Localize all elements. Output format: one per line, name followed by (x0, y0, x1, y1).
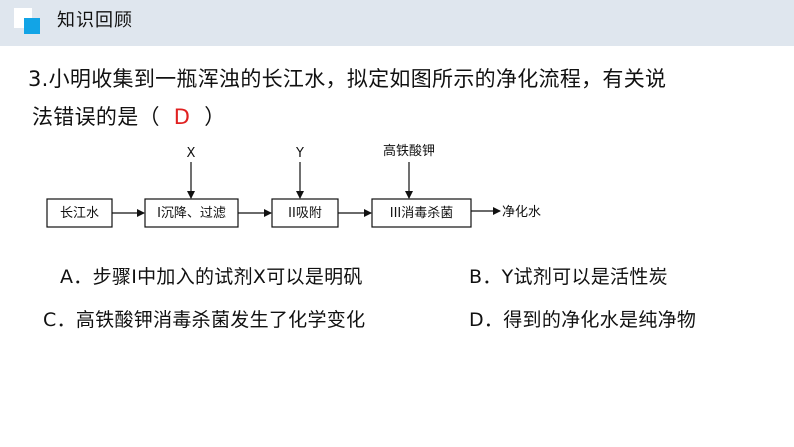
option-a: A．步骤I中加入的试剂X可以是明矾 (60, 266, 363, 288)
question-suffix: ） (204, 105, 226, 129)
box-settle-filter (144, 198, 239, 228)
option-b: B．Y试剂可以是活性炭 (469, 266, 668, 288)
purification-flow-diagram: 长江水 I沉降、过滤 II吸附 III消毒杀菌 净化水 X Y 高铁酸钾 (46, 143, 541, 228)
option-c: C．高铁酸钾消毒杀菌发生了化学变化 (43, 309, 366, 331)
box-yangtze-water-label: 长江水 (60, 206, 99, 221)
logo-icon (0, 0, 60, 46)
box-adsorb (271, 198, 339, 228)
question-line-1: 3.小明收集到一瓶浑浊的长江水，拟定如图所示的净化流程，有关说 (28, 67, 667, 91)
input-y-label: Y (295, 146, 304, 161)
box-adsorb-label: II吸附 (288, 206, 322, 221)
output-label: 净化水 (502, 205, 541, 220)
header-bar: 知识回顾 (0, 0, 794, 46)
question-line-2: 法错误的是（ D ） (28, 98, 788, 136)
box-disinfect (371, 198, 472, 228)
question-text: 3.小明收集到一瓶浑浊的长江水，拟定如图所示的净化流程，有关说 法错误的是（ D… (28, 60, 788, 136)
input-ferrate-label: 高铁酸钾 (383, 143, 435, 159)
question-prefix: 法错误的是（ (32, 105, 160, 129)
box-settle-filter-label: I沉降、过滤 (157, 206, 226, 221)
box-disinfect-label: III消毒杀菌 (390, 206, 454, 221)
box-yangtze-water (46, 198, 113, 228)
option-d: D．得到的净化水是纯净物 (469, 309, 697, 331)
input-x-label: X (187, 146, 196, 161)
section-title: 知识回顾 (57, 10, 133, 31)
answer-text: D (173, 105, 191, 129)
